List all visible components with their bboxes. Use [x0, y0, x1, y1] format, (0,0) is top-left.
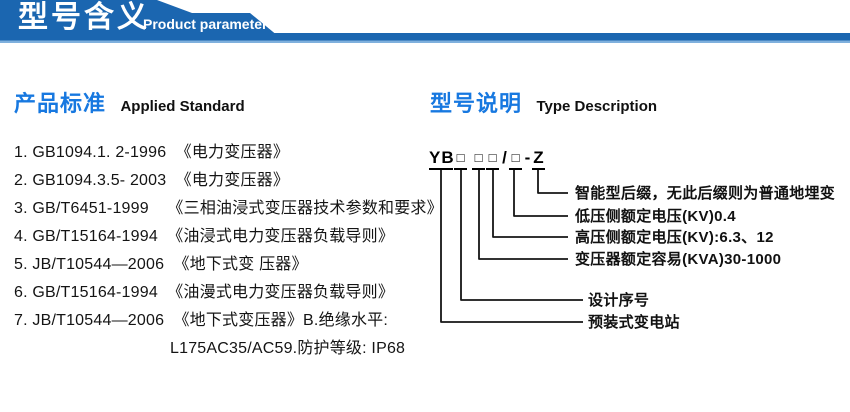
standards-heading-en: Applied Standard	[120, 98, 245, 115]
standard-item-5: 5. JB/T10544—2006 《地下式变 压器》	[14, 256, 308, 273]
page-title: 型号含义	[18, 1, 150, 34]
standards-heading-cn: 产品标准	[14, 91, 107, 116]
type-description-heading-cn: 型号说明	[430, 91, 523, 116]
standard-item-4: 4. GB/T15164-1994 《油浸式电力变压器负载导则》	[14, 228, 395, 245]
model-code-dash: -	[524, 148, 531, 167]
standards-list: 1. GB1094.1. 2-1996 《电力变压器》 2. GB1094.3.…	[14, 139, 443, 335]
diagram-label-design-number: 设计序号	[588, 292, 650, 309]
model-code-slash: /	[502, 148, 507, 167]
type-description-section-heading: 型号说明 Type Description	[430, 86, 657, 118]
standard-item-2: 2. GB1094.3.5- 2003 《电力变压器》	[14, 172, 290, 189]
standard-item-7-continuation: L175AC35/AC59.防护等级: IP68	[170, 340, 406, 357]
header-banner-shape	[0, 0, 850, 43]
standard-item-7: 7. JB/T10544—2006 《地下式变压器》B.绝缘水平:	[14, 312, 389, 329]
page-subtitle: Product parameters	[143, 16, 276, 32]
model-code-suffix: Z	[532, 148, 545, 170]
diagram-label-smart-suffix: 智能型后缀，无此后缀则为普通地埋变	[575, 185, 836, 202]
standard-item-1: 1. GB1094.1. 2-1996 《电力变压器》	[14, 144, 290, 161]
standard-item-6: 6. GB/T15164-1994 《油漫式电力变压器负载导则》	[14, 284, 395, 301]
diagram-label-rated-capacity: 变压器额定容易(KVA)30-1000	[575, 251, 782, 268]
model-code-box-hv: □	[486, 148, 499, 170]
model-code-box-lv: □	[509, 148, 522, 170]
type-description-heading-en: Type Description	[536, 98, 658, 115]
model-code-box-design: □	[454, 148, 467, 170]
model-code-box-capacity: □	[472, 148, 485, 170]
standards-section-heading: 产品标准 Applied Standard	[14, 86, 245, 118]
model-code-prefix: YB	[429, 148, 454, 170]
diagram-label-prefab-substation: 预装式变电站	[588, 314, 680, 331]
standard-item-3: 3. GB/T6451-1999 《三相油浸式变压器技术参数和要求》	[14, 200, 443, 217]
diagram-label-lv-voltage: 低压侧额定电压(KV)0.4	[575, 208, 736, 225]
diagram-label-hv-voltage: 高压侧额定电压(KV):6.3、12	[575, 229, 774, 246]
